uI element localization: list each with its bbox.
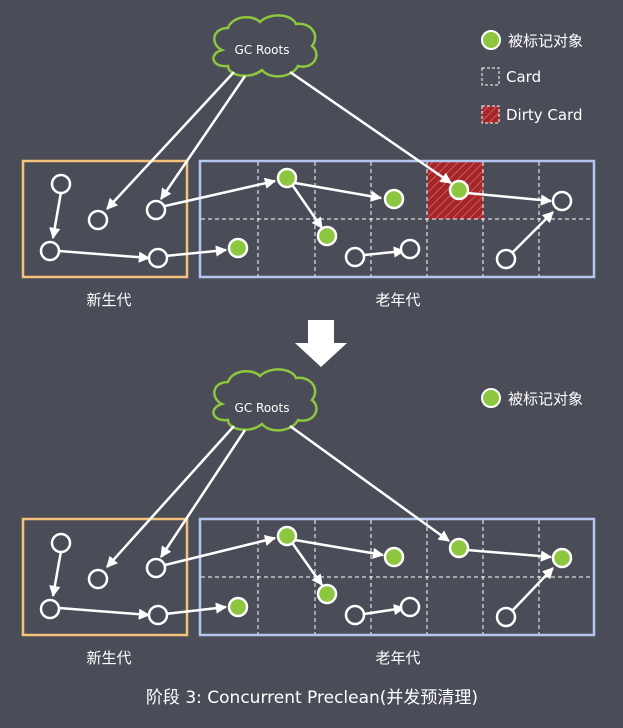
object-nodes xyxy=(39,525,573,628)
cloud-icon xyxy=(212,368,318,432)
reference-arrows xyxy=(49,70,554,263)
marked-object-node xyxy=(276,525,298,547)
object-node xyxy=(147,247,169,269)
young-gen-box xyxy=(21,159,189,279)
object-node xyxy=(495,606,517,628)
object-node xyxy=(39,240,61,262)
legend-dirty-card-icon xyxy=(481,105,500,124)
young-gen-label: 新生代 xyxy=(86,649,131,667)
legend-marked-icon xyxy=(481,388,501,408)
marked-object-node xyxy=(316,225,338,247)
object-node xyxy=(87,209,109,231)
legend-marked-label: 被标记对象 xyxy=(508,32,583,50)
young-gen-box xyxy=(21,517,189,637)
young-gen-label: 新生代 xyxy=(86,291,131,309)
marked-object-node xyxy=(227,596,249,618)
object-node xyxy=(495,248,517,270)
object-node xyxy=(39,598,61,620)
legend-card-icon xyxy=(481,67,500,86)
reference-arrows xyxy=(49,424,554,620)
old-gen-box xyxy=(198,159,596,279)
legend-marked-label: 被标记对象 xyxy=(508,390,583,408)
object-node xyxy=(399,238,421,260)
marked-object-node xyxy=(383,546,405,568)
old-gen-box xyxy=(198,517,596,637)
marked-object-node xyxy=(448,537,470,559)
object-node xyxy=(399,596,421,618)
object-node xyxy=(50,173,72,195)
down-arrow-icon xyxy=(295,320,347,367)
legend-marked-icon xyxy=(481,30,501,50)
object-node xyxy=(145,199,167,221)
marked-object-node xyxy=(448,179,470,201)
object-node xyxy=(50,532,72,554)
diagram-caption: 阶段 3: Concurrent Preclean(并发预清理) xyxy=(146,688,478,708)
gc-roots-label: GC Roots xyxy=(235,401,290,415)
marked-object-node xyxy=(316,583,338,605)
object-node xyxy=(87,568,109,590)
object-node xyxy=(551,190,573,212)
object-node xyxy=(344,604,366,626)
gc-roots-label: GC Roots xyxy=(235,43,290,57)
card-grid xyxy=(201,162,593,276)
marked-object-node xyxy=(551,547,573,569)
object-nodes xyxy=(39,167,573,270)
legend-card-label: Card xyxy=(506,68,541,86)
card-grid xyxy=(201,520,593,634)
marked-object-node xyxy=(276,167,298,189)
bottom-panel: GC Roots 被标记对象 xyxy=(21,368,596,667)
old-gen-label: 老年代 xyxy=(375,291,420,309)
old-gen-label: 老年代 xyxy=(375,649,420,667)
object-node xyxy=(147,604,169,626)
object-node xyxy=(145,557,167,579)
object-node xyxy=(344,246,366,268)
legend-dirty-card-label: Dirty Card xyxy=(506,106,583,124)
marked-object-node xyxy=(383,188,405,210)
top-panel: GC Roots 被标记对象 Card Dirty Card xyxy=(21,14,596,309)
marked-object-node xyxy=(227,237,249,259)
